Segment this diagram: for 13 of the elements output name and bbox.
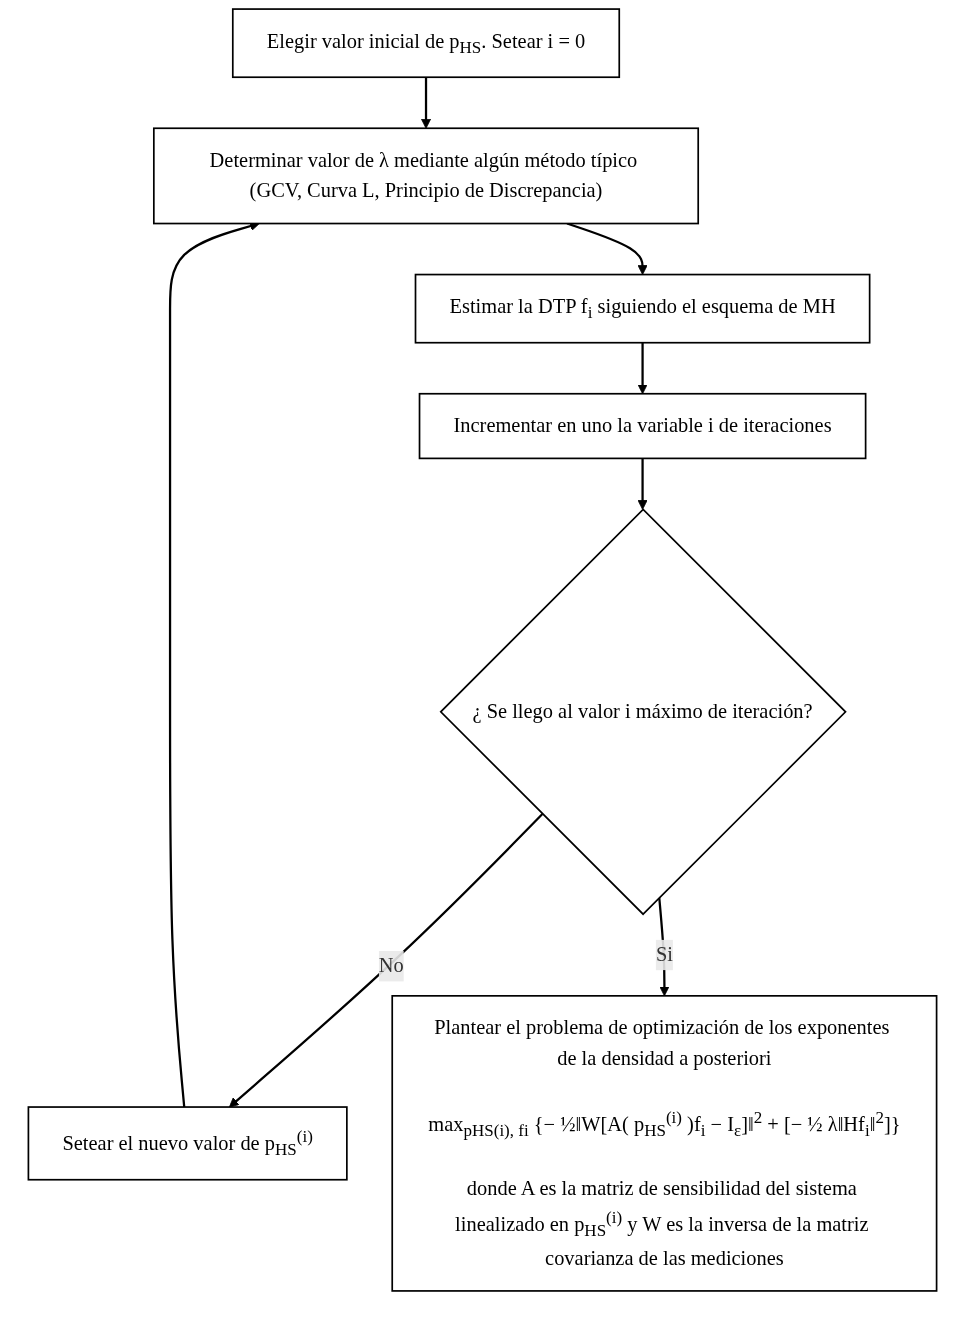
edge-label: No (378, 954, 404, 978)
node-box: Elegir valor inicial de p$_{HS}$. Setear i = 0 (231, 8, 621, 79)
arrow (637, 458, 648, 510)
edge-label: Si (655, 943, 673, 966)
node-box: Determinar valor de λ mediante algún método típico (GCV, Curva L, Principio de Discrepancia) (153, 127, 700, 225)
arrow (637, 342, 648, 395)
node-box: Incrementar en uno la variable i de iteraciones (418, 392, 867, 460)
node-box: Estimar la DTP f$_{i}$ siguiendo el esquema de MH (414, 273, 871, 344)
arrow (228, 813, 544, 1108)
node-box: Plantear el problema de optimización de los exponentes de la densidad a posteriori max$_{pHS(i), fi}$ {− ½‖W[A( p$_{HS}$$^{(i)}$ )f$_{i}$ − I$_{ε}$]‖$^{2}$ + [− ½ λ‖Hf$_{i}$‖$^{2}$]} donde A es la matriz de sensibilidad del sistema linealizado en p$_{HS}$$^{(i)}$ y W es la inversa de la matriz covarianza de las mediciones (391, 995, 938, 1292)
arrow (566, 222, 648, 275)
node-diamond: ¿ Se llego al valor i máximo de iteración? (439, 508, 847, 916)
arrow (421, 77, 431, 129)
